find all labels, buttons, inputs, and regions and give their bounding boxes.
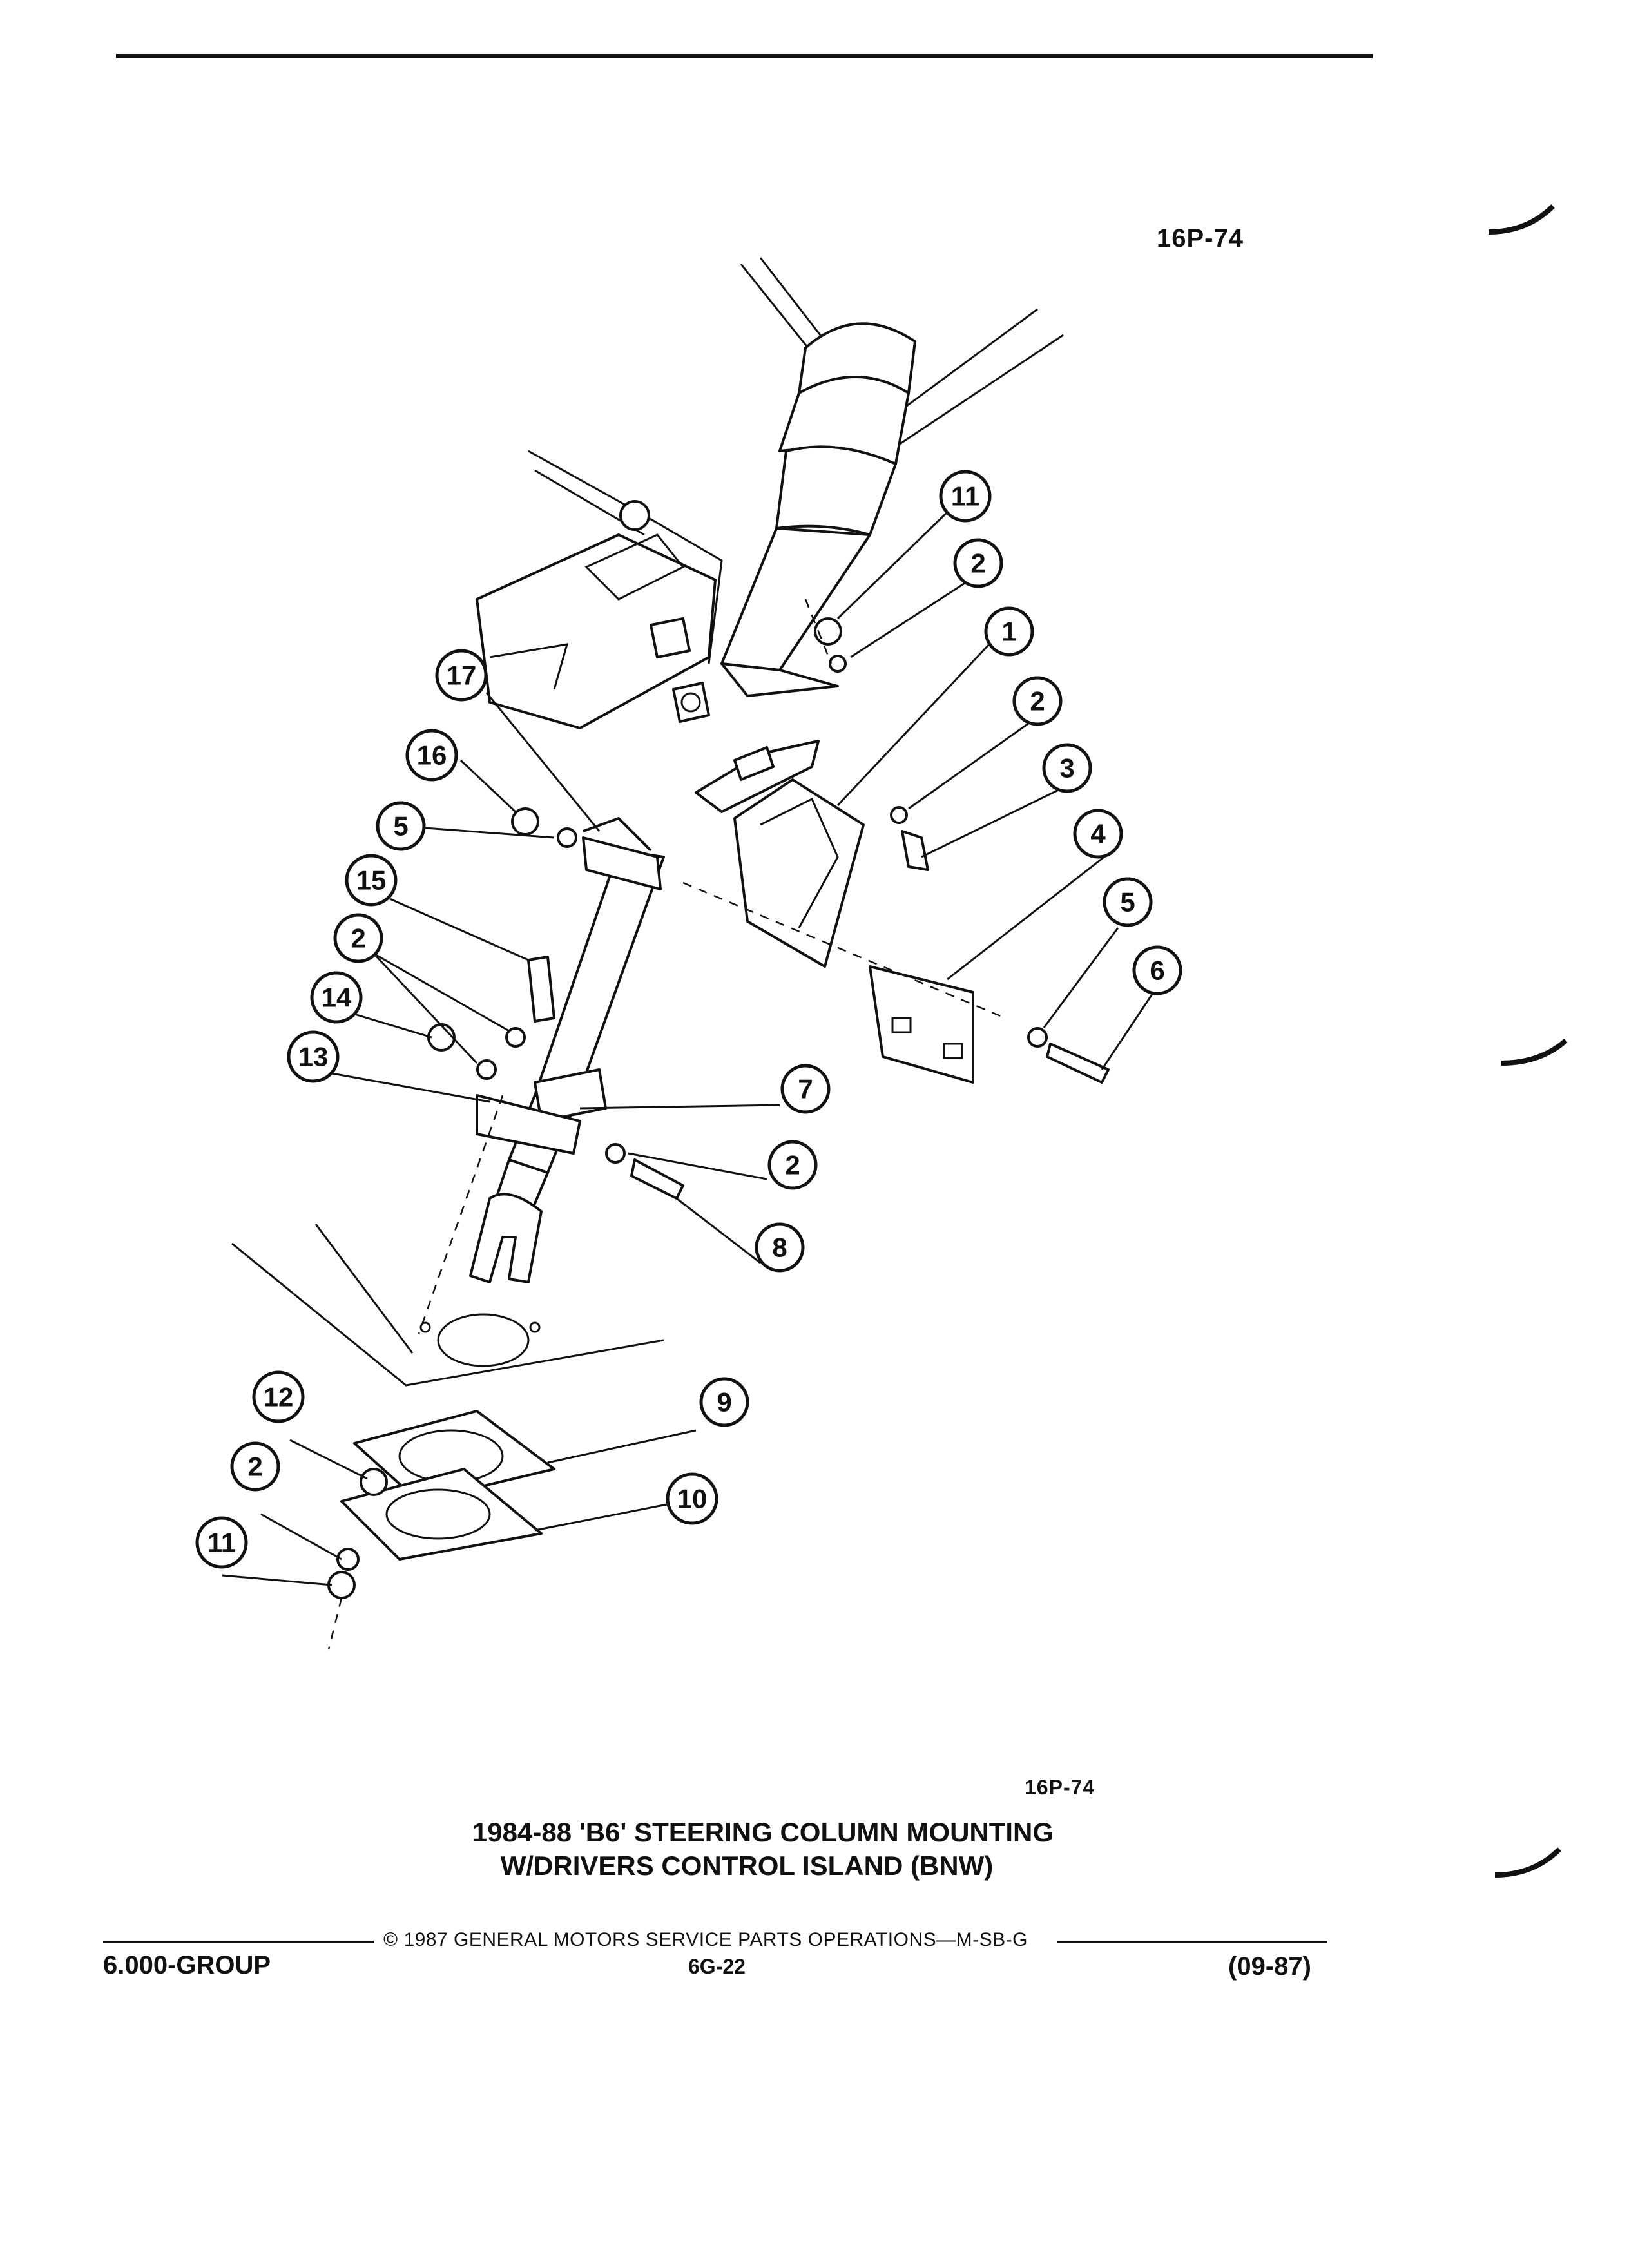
- revision-date: (09-87): [1228, 1952, 1311, 1981]
- dash-panel: [476, 450, 723, 729]
- callout-label: 11: [207, 1528, 236, 1558]
- mounting-plate: [340, 1468, 543, 1561]
- adjuster-plate: [869, 965, 974, 1084]
- caption-line-1: 1984-88 'B6' STEERING COLUMN MOUNTING: [472, 1817, 1054, 1847]
- page-number: 6G-22: [688, 1955, 746, 1978]
- callout-label: 9: [717, 1387, 731, 1418]
- callout-14: 14: [310, 971, 363, 1024]
- callout-label: 12: [264, 1382, 294, 1412]
- figure-code-top: 16P-74: [1157, 224, 1244, 253]
- group-label: 6.000-GROUP: [103, 1951, 271, 1979]
- callout-label: 2: [785, 1150, 800, 1180]
- callout-13: 13: [287, 1030, 340, 1083]
- callout-label: 10: [677, 1484, 708, 1514]
- callout-label: 11: [951, 481, 979, 512]
- callout-2-bracket: 2: [1012, 676, 1063, 726]
- centerlines: [327, 599, 1006, 1650]
- figure-caption: 1984-88 'B6' STEERING COLUMN MOUNTING W/…: [0, 1816, 1629, 1883]
- callout-15: 15: [345, 854, 398, 907]
- callout-label: 5: [1120, 887, 1135, 918]
- callout-12: 12: [252, 1370, 305, 1423]
- callout-16: 16: [405, 729, 458, 782]
- callout-11-floor: 11: [195, 1516, 248, 1569]
- callout-label: 3: [1059, 753, 1074, 783]
- floor-panel: [231, 1224, 664, 1387]
- callout-label: 2: [247, 1452, 262, 1482]
- callout-label: 4: [1090, 819, 1106, 849]
- leader-lines: [222, 511, 1155, 1586]
- mounting-bracket: [733, 778, 865, 968]
- callout-6: 6: [1132, 945, 1182, 995]
- callout-8: 8: [755, 1222, 805, 1273]
- callout-label: 15: [356, 865, 387, 896]
- callout-9: 9: [699, 1377, 749, 1427]
- callout-10: 10: [666, 1472, 718, 1525]
- callout-label: 5: [393, 811, 408, 841]
- figure-code-bottom: 16P-74: [1025, 1776, 1095, 1799]
- callout-2-left: 2: [333, 913, 383, 963]
- callouts: 11 2 1 2 3 4 5 6 17 16 5 15 2 14 13 7 2 …: [195, 470, 1182, 1569]
- callout-1: 1: [984, 606, 1034, 657]
- callout-label: 8: [772, 1233, 787, 1263]
- copyright-notice: © 1987 GENERAL MOTORS SERVICE PARTS OPER…: [383, 1929, 1028, 1950]
- callout-label: 7: [798, 1074, 813, 1104]
- callout-label: 6: [1150, 956, 1164, 986]
- callout-label: 2: [351, 923, 365, 954]
- callout-label: 17: [447, 660, 477, 691]
- top-rule: [116, 54, 1373, 58]
- caption-line-2: W/DRIVERS CONTROL ISLAND (BNW): [500, 1850, 994, 1881]
- binding-marks: [1488, 204, 1568, 1878]
- column-support-bracket: [695, 740, 820, 813]
- callout-2-lower: 2: [767, 1140, 818, 1190]
- footer-rule-left: [103, 1941, 374, 1943]
- upper-clamp: [582, 817, 662, 890]
- callout-2-top: 2: [953, 538, 1003, 588]
- callout-17: 17: [435, 649, 488, 702]
- callout-3: 3: [1042, 743, 1092, 793]
- callout-label: 13: [298, 1042, 329, 1072]
- callout-label: 2: [970, 548, 985, 579]
- callout-7: 7: [780, 1064, 831, 1114]
- callout-11-top: 11: [939, 470, 992, 523]
- footer-rule-right: [1057, 1941, 1327, 1943]
- callout-label: 14: [322, 983, 352, 1013]
- callout-label: 2: [1030, 686, 1045, 716]
- callout-label: 16: [417, 740, 447, 771]
- callout-4: 4: [1073, 809, 1123, 859]
- callout-5-left: 5: [376, 801, 426, 851]
- callout-5-right: 5: [1103, 877, 1153, 927]
- callout-label: 1: [1001, 617, 1016, 647]
- hardware: [327, 617, 1110, 1599]
- callout-2-floor: 2: [230, 1441, 280, 1492]
